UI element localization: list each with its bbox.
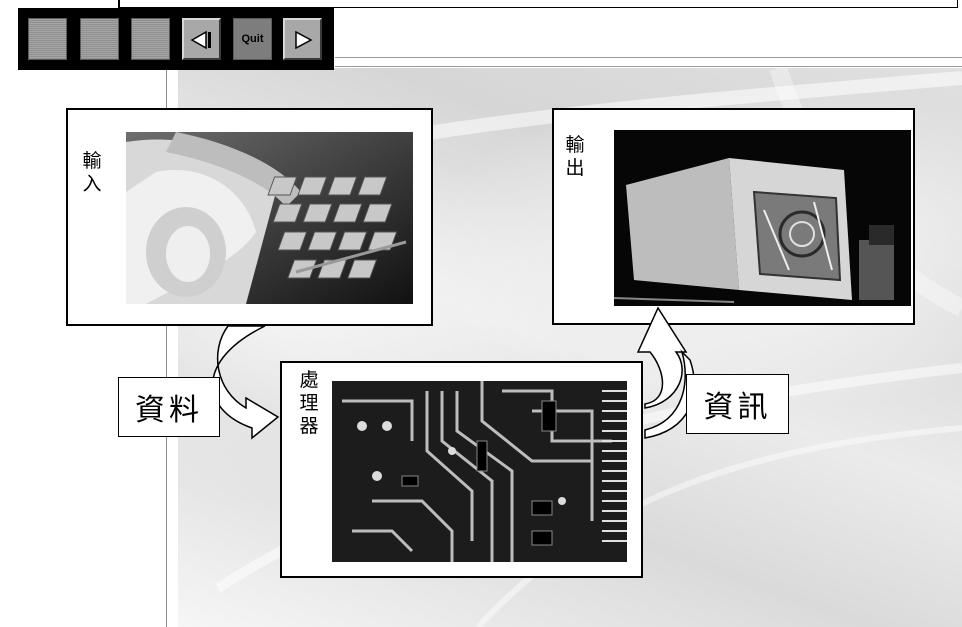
left-triangle-icon (190, 30, 211, 50)
prev-button[interactable] (182, 18, 221, 60)
blank-button-1[interactable] (28, 18, 67, 60)
header-rule (335, 57, 962, 58)
header-rule (335, 66, 962, 67)
left-margin-rule-outer (118, 0, 120, 8)
processor-to-output-arrow-tail (644, 349, 696, 439)
processor-to-output-arrow (636, 306, 688, 409)
circuit-board-photo (332, 381, 627, 562)
output-label-char: 輸 (565, 134, 585, 156)
output-card: 輸 出 (552, 108, 915, 325)
quit-button[interactable]: Quit (233, 18, 272, 60)
output-label: 輸 出 (565, 134, 585, 180)
left-margin-rule-1 (166, 70, 167, 627)
input-label: 輸 入 (82, 150, 102, 196)
keyboard-photo (126, 132, 413, 304)
input-label-char: 入 (82, 173, 102, 195)
blank-button-3[interactable] (131, 18, 170, 60)
processor-label-char: 處 (299, 369, 319, 391)
input-label-char: 輸 (82, 150, 102, 172)
input-card: 輸 入 (66, 108, 433, 326)
navigation-toolbar: Quit (18, 8, 334, 70)
next-button[interactable] (283, 18, 322, 60)
processor-card: 處 理 器 (280, 361, 643, 578)
information-label: 資訊 (686, 374, 789, 434)
blank-button-2[interactable] (80, 18, 119, 60)
monitor-photo (614, 130, 911, 306)
processor-label: 處 理 器 (299, 369, 319, 438)
processor-label-char: 器 (299, 415, 319, 437)
right-triangle-icon (295, 30, 313, 50)
data-label: 資料 (118, 377, 220, 437)
input-to-processor-arrow (212, 325, 280, 440)
output-label-char: 出 (565, 157, 585, 179)
processor-label-char: 理 (299, 392, 319, 414)
